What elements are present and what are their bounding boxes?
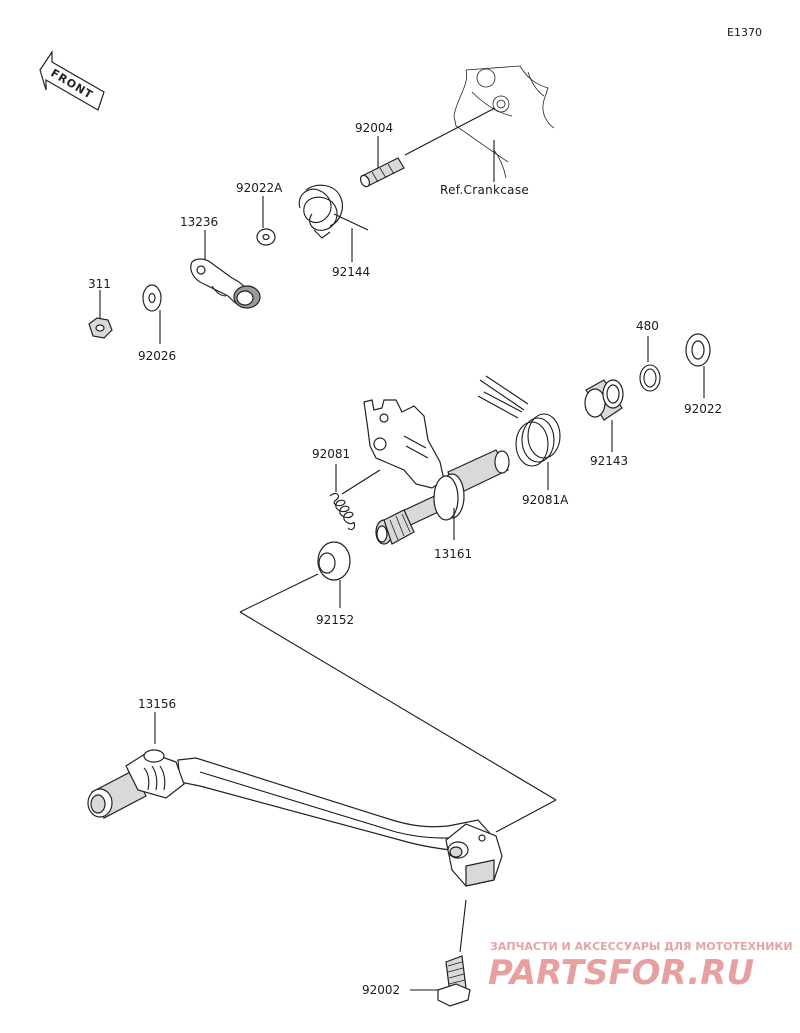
washer-92022a [256,228,276,246]
part-label-92081a: 92081A [522,493,569,507]
nut-311 [88,317,113,339]
washer-92022 [685,333,711,367]
spring-92144 [298,184,369,239]
seal-92152 [317,541,351,581]
part-label-92144: 92144 [332,265,370,279]
watermark-logo: PARTSFOR.RU [488,953,754,993]
part-label-13161: 13161 [434,547,472,561]
circlip-480 [639,364,661,392]
part-label-92022: 92022 [684,402,722,416]
ref-crankcase-label: Ref.Crankcase [440,183,529,197]
lever-13236 [190,258,261,309]
diagram-code: E1370 [727,26,762,39]
spring-92081 [329,469,381,531]
collar-92143 [584,379,624,421]
part-label-92143: 92143 [590,454,628,468]
part-label-13236: 13236 [180,215,218,229]
part-label-92004: 92004 [355,121,393,135]
part-label-13156: 13156 [138,697,176,711]
part-label-92152: 92152 [316,613,354,627]
bolt-92002 [437,955,471,1007]
part-label-311: 311 [88,277,111,291]
crankcase-reference [453,65,555,179]
shift-shaft-13161 [363,399,510,545]
part-label-92002: 92002 [362,983,400,997]
spring-92081a [477,375,561,467]
part-label-92081: 92081 [312,447,350,461]
watermark-tagline: ЗАПЧАСТИ И АКСЕССУАРЫ ДЛЯ МОТОТЕХНИКИ [490,940,793,953]
part-label-92026: 92026 [138,349,176,363]
shift-pedal-13156 [87,749,503,887]
front-arrow-icon: FRONT [39,50,105,111]
part-label-480: 480 [636,319,659,333]
part-label-92022a: 92022A [236,181,283,195]
washer-92026 [142,284,162,312]
pin-92004 [359,157,405,188]
